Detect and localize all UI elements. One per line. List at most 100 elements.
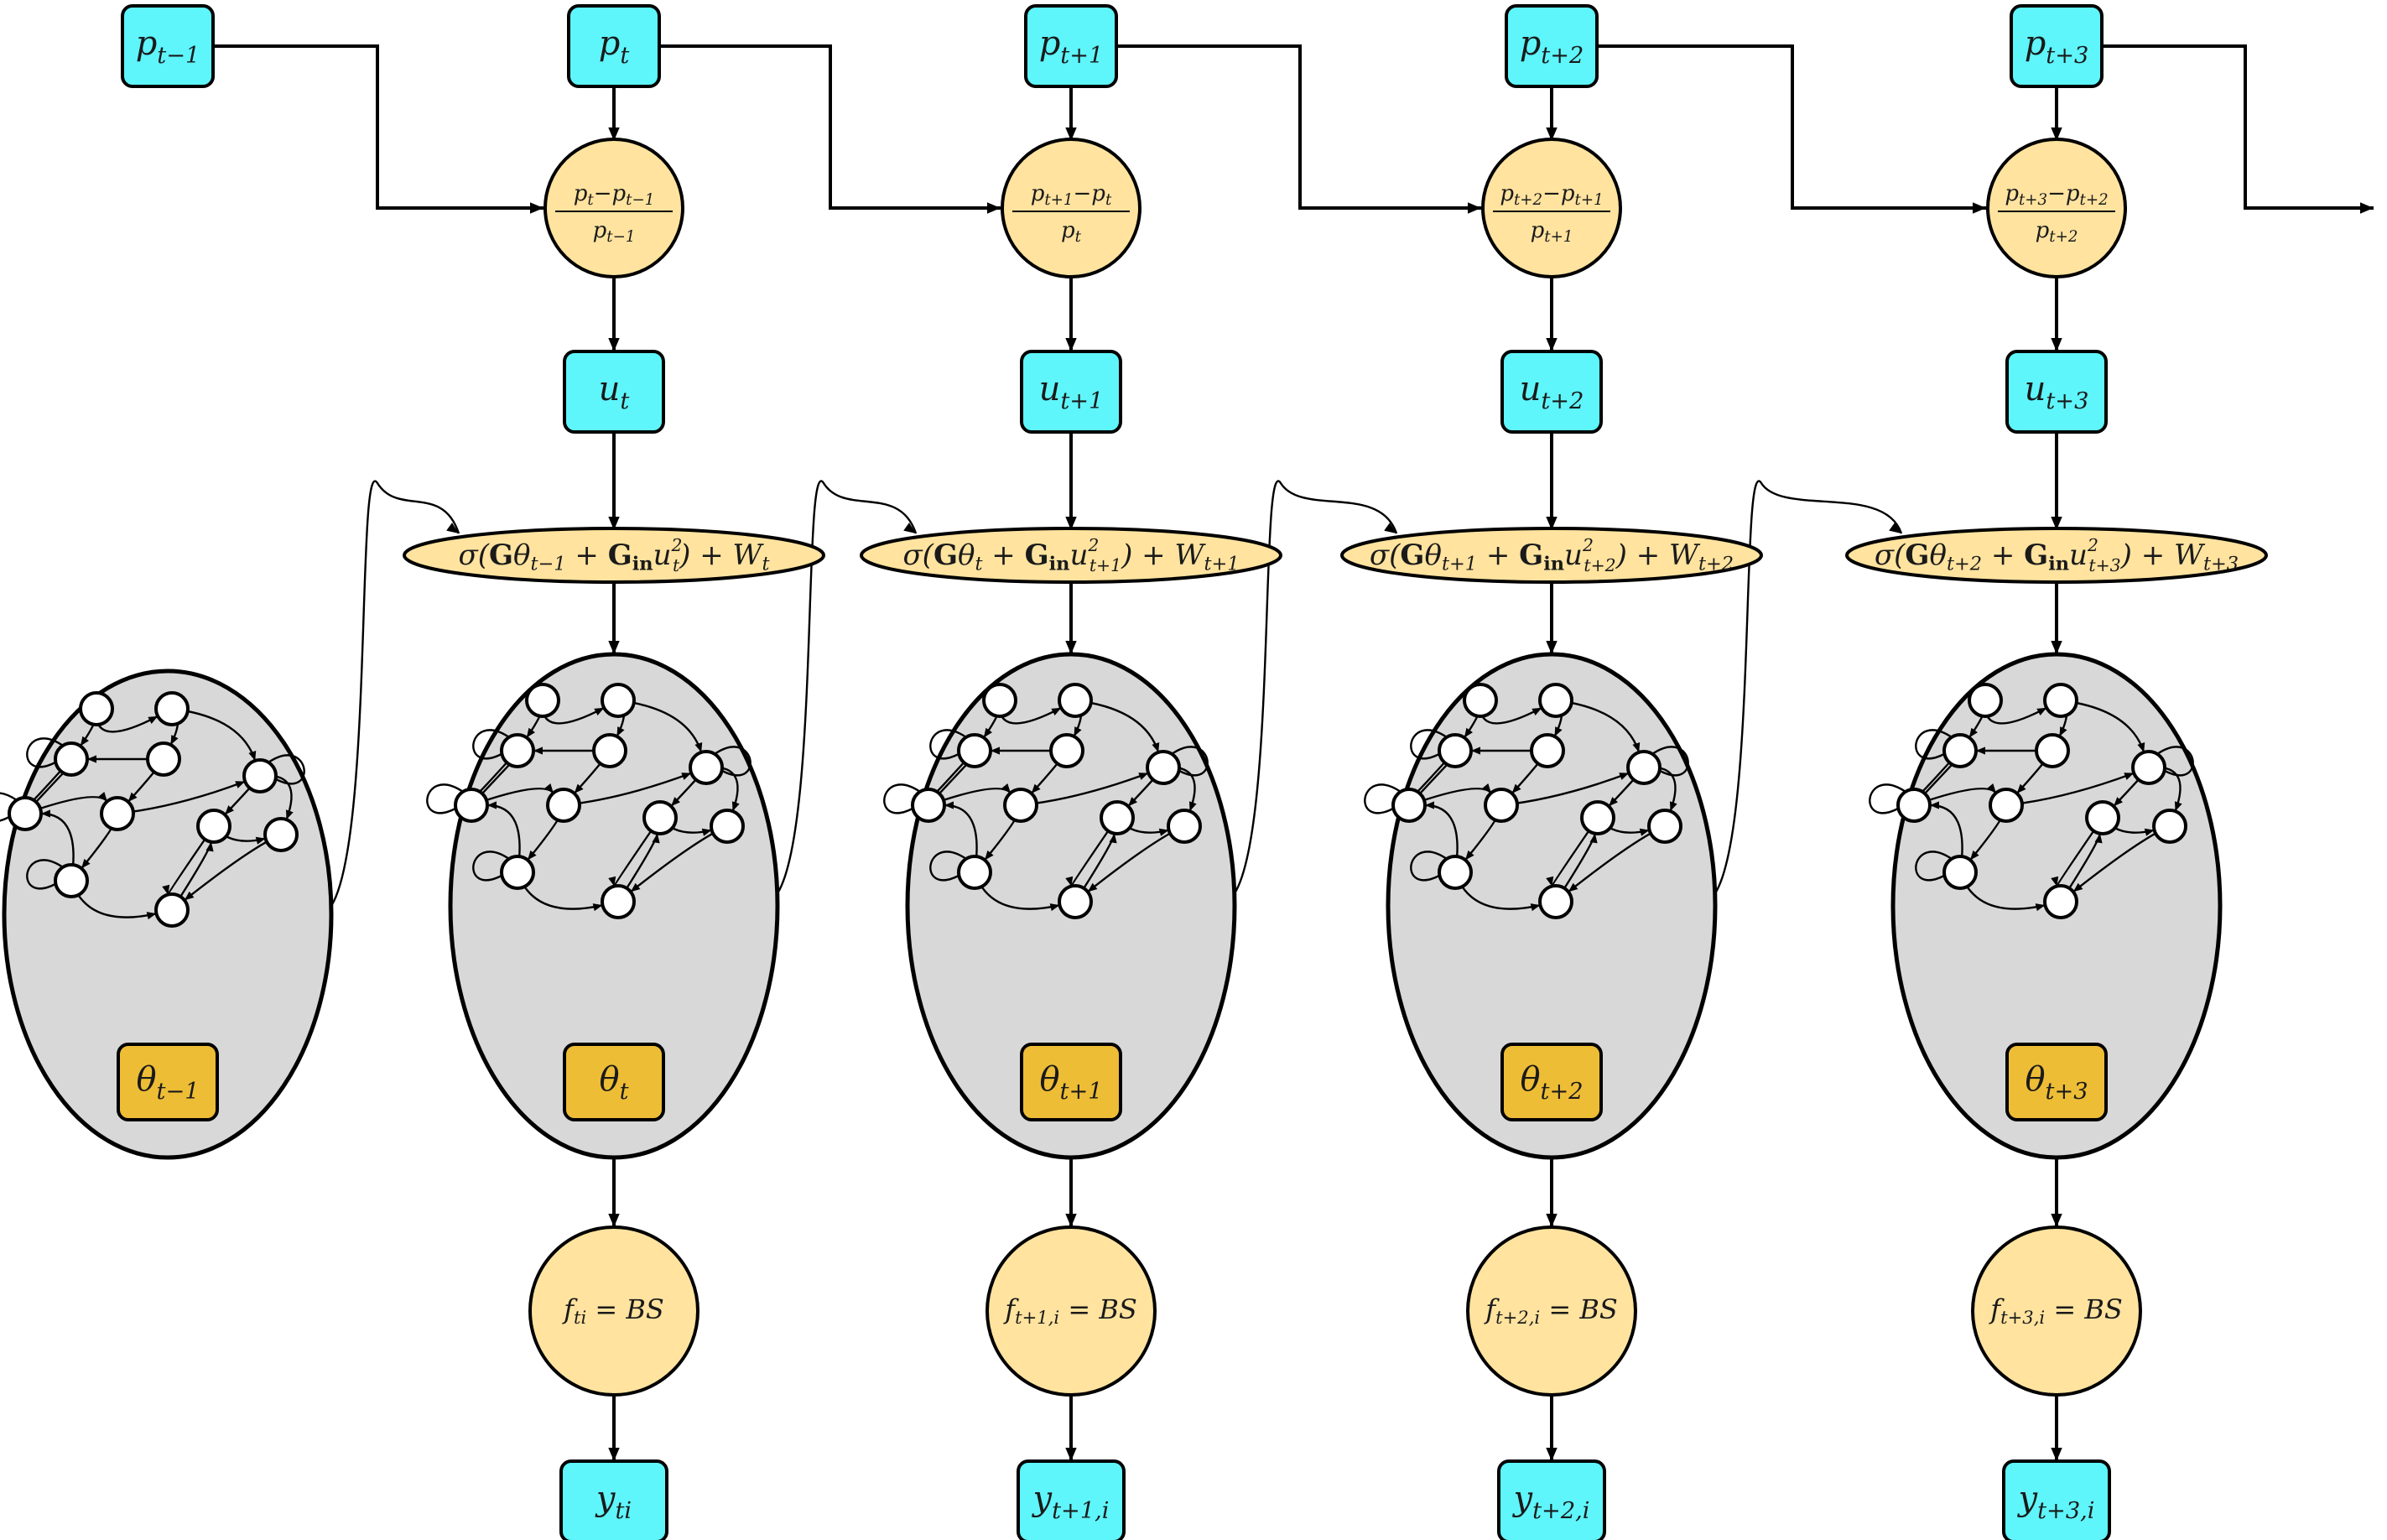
arrowhead-icon	[1065, 876, 1074, 887]
theta-box-t+3	[2005, 1043, 2108, 1121]
arrowhead-icon	[681, 773, 692, 780]
arrowhead-icon	[446, 523, 459, 533]
arrowhead-icon	[1425, 801, 1434, 809]
neuron-node	[1647, 809, 1682, 844]
reservoir-network-icon	[1364, 683, 1689, 919]
connector-line	[659, 44, 1001, 210]
ratio-numerator: pt−pt−1	[574, 181, 655, 209]
reservoir-t-1	[0, 669, 334, 1160]
reservoir-network-icon	[1869, 683, 2194, 919]
arrowhead-icon	[1968, 727, 1978, 738]
neuron-node	[1058, 683, 1093, 718]
arrowhead-icon	[533, 747, 543, 755]
arrowhead-icon	[2094, 833, 2103, 844]
arrowhead-icon	[41, 809, 50, 818]
arrowhead-icon	[81, 858, 91, 869]
neuron-node	[1463, 683, 1498, 718]
neuron-node	[454, 788, 489, 823]
price-box-t-1	[121, 4, 215, 88]
reservoir-network-icon	[0, 691, 305, 928]
return-node-t+1	[1001, 138, 1141, 278]
neuron-node	[546, 788, 581, 823]
bs-function-label: ft+2,i = BS	[1484, 1293, 1618, 1328]
arrowhead-icon	[1464, 727, 1473, 738]
arrowhead-icon	[487, 801, 497, 809]
arrowhead-icon	[285, 809, 294, 820]
u-box-t	[563, 350, 665, 434]
reservoir-network-icon	[426, 683, 751, 919]
arrowhead-icon	[148, 715, 159, 725]
arrowhead-icon	[985, 850, 994, 861]
self-loop-edge	[929, 851, 967, 882]
price-label-t: pt	[599, 24, 630, 69]
arrowhead-icon	[1065, 517, 1077, 530]
arrowhead-icon	[2051, 338, 2062, 351]
neuron-node	[1989, 788, 2024, 823]
arrowhead-icon	[1639, 828, 1650, 836]
arrowhead-icon	[528, 850, 537, 861]
arrowhead-icon	[1087, 882, 1098, 892]
arrowhead-icon	[983, 727, 992, 738]
y-label-t+1: yt+1,i	[1032, 1480, 1110, 1524]
arrowhead-icon	[1468, 202, 1481, 214]
arrowhead-icon	[2059, 726, 2067, 737]
neuron-node	[79, 691, 114, 726]
connections	[213, 44, 2374, 1461]
arrowhead-icon	[608, 517, 620, 530]
neuron-node	[196, 809, 231, 844]
neuron-node	[1391, 788, 1427, 823]
arrowhead-icon	[205, 841, 214, 852]
arrowhead-icon	[1482, 783, 1491, 793]
arrowhead-icon	[701, 828, 712, 836]
arrowhead-icon	[1930, 801, 1939, 809]
self-loop-edge	[1869, 783, 1906, 814]
ratio-denominator: pt−1	[593, 218, 636, 246]
arrowhead-icon	[127, 792, 138, 802]
neuron-node	[1438, 855, 1473, 890]
arrowhead-icon	[1511, 783, 1521, 793]
theta-label-t+1: θt+1	[1039, 1060, 1102, 1105]
neuron-node	[710, 809, 745, 844]
connector-line	[2102, 44, 2374, 210]
return-node-t	[543, 138, 684, 278]
y-box-t	[559, 1459, 668, 1540]
arrowhead-icon	[255, 836, 266, 845]
arrowhead-icon	[184, 891, 195, 901]
self-loop-edge	[268, 754, 305, 785]
arrowhead-icon	[1074, 726, 1082, 737]
u-box-t+1	[1020, 350, 1122, 434]
neuron-node	[1146, 750, 1181, 785]
neuron-node	[1896, 788, 1932, 823]
arrowhead-icon	[592, 903, 603, 912]
price-label-t+1: pt+1	[1039, 24, 1104, 69]
arrowhead-icon	[2035, 903, 2046, 912]
arrowhead-icon	[630, 882, 641, 892]
arrowhead-icon	[987, 202, 1001, 214]
neuron-node	[1942, 855, 1978, 890]
theta-label-t+2: θt+2	[1520, 1060, 1583, 1105]
pricing-node-t	[528, 1225, 699, 1397]
ratio-numerator: pt+1−pt	[1031, 181, 1112, 209]
arrowhead-icon	[991, 747, 1000, 755]
bs-function-label: ft+3,i = BS	[1989, 1293, 2123, 1328]
neuron-node	[1100, 800, 1135, 835]
arrowhead-icon	[1158, 828, 1169, 836]
price-label-t+2: pt+2	[1520, 24, 1584, 69]
neuron-node	[1530, 733, 1565, 768]
y-label-t: yti	[595, 1480, 632, 1524]
arrowhead-icon	[80, 736, 89, 747]
arrowhead-icon	[2360, 202, 2374, 214]
recurrent-connection	[1714, 480, 1903, 894]
arrowhead-icon	[2036, 707, 2047, 716]
arrowhead-icon	[1152, 742, 1160, 752]
arrowhead-icon	[2174, 801, 2182, 812]
arrowhead-icon	[2051, 641, 2062, 654]
arrowhead-icon	[1530, 903, 1541, 912]
arrowhead-icon	[1546, 876, 1554, 887]
self-loop-edge	[0, 792, 18, 822]
arrowhead-icon	[731, 801, 740, 812]
arrowhead-icon	[1065, 641, 1077, 654]
arrowhead-icon	[2072, 882, 2083, 892]
